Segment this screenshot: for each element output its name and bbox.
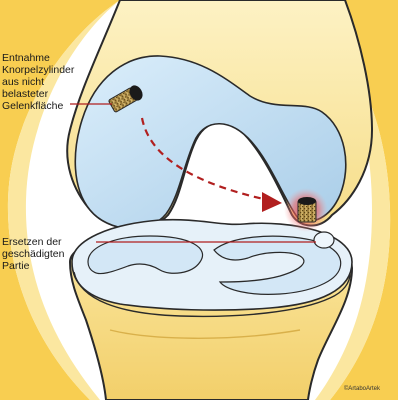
label-replace-line-1: Ersetzen der xyxy=(2,236,100,248)
label-replace-line-2: geschädigten xyxy=(2,248,100,260)
copyright-notice: ©ArtaboArtek xyxy=(344,386,380,392)
label-harvest-line-4: belasteter xyxy=(2,88,100,100)
label-replace-damaged: Ersetzen der geschädigten Partie xyxy=(2,236,100,272)
cartilage-defect xyxy=(314,232,334,248)
label-harvest-line-2: Knorpelzylinder xyxy=(2,64,100,76)
label-harvest-line-1: Entnahme xyxy=(2,52,100,64)
label-harvest-cartilage: Entnahme Knorpelzylinder aus nicht belas… xyxy=(2,52,100,112)
label-replace-line-3: Partie xyxy=(2,260,100,272)
label-harvest-line-5: Gelenkfläche xyxy=(2,100,100,112)
label-harvest-line-3: aus nicht xyxy=(2,76,100,88)
recipient-plug xyxy=(298,197,316,222)
